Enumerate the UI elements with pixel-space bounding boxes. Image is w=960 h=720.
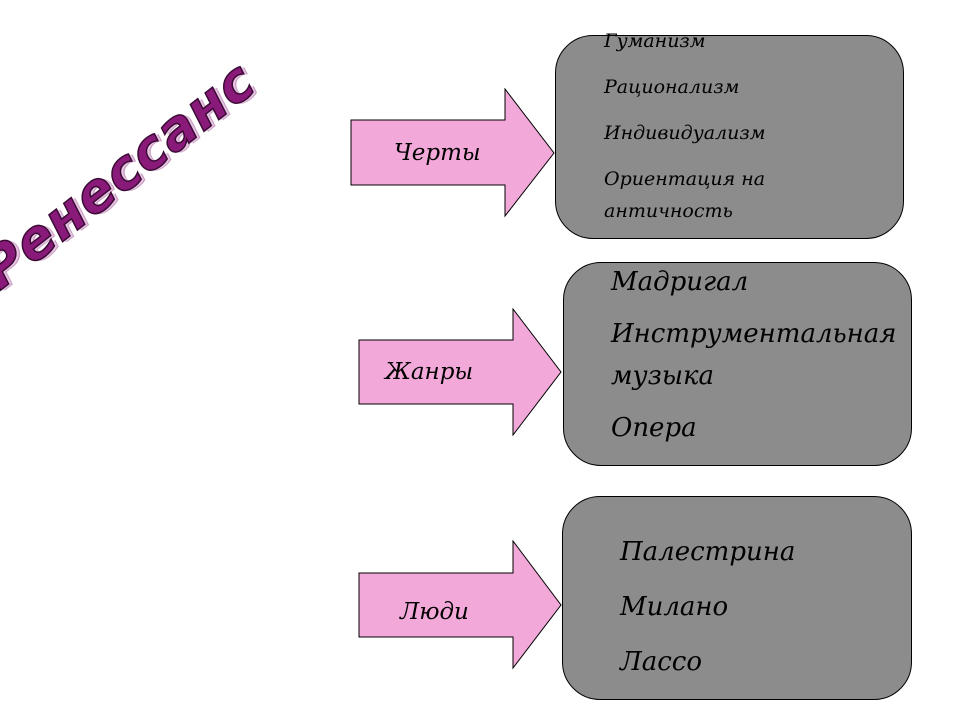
trait-item: Гуманизм: [604, 30, 706, 52]
arrow-shape: [358, 540, 562, 670]
arrow-label-genres: Жанры: [385, 359, 474, 385]
genre-item: Мадригал: [611, 267, 749, 297]
box-genres: Мадригал Инструментальная музыка Опера: [563, 262, 912, 466]
arrow-people: Люди: [358, 540, 563, 670]
person-item: Палестрина: [620, 537, 796, 567]
person-item: Милано: [620, 592, 729, 622]
trait-item: Ориентация на: [604, 168, 766, 190]
box-people: Палестрина Милано Лассо: [562, 496, 912, 700]
box-traits: Гуманизм Рационализм Индивидуализм Ориен…: [555, 30, 904, 239]
trait-item: Рационализм: [604, 76, 740, 98]
genre-item: Инструментальная: [611, 319, 897, 349]
genre-item: Опера: [611, 413, 697, 443]
arrow-label-traits: Черты: [394, 140, 481, 166]
trait-item: Индивидуализм: [604, 122, 766, 144]
person-item: Лассо: [620, 647, 702, 677]
arrow-shape: [358, 308, 562, 436]
arrow-label-people: Люди: [400, 599, 469, 625]
arrow-traits: Черты: [350, 88, 556, 218]
genre-item: музыка: [611, 361, 715, 391]
arrow-genres: Жанры: [358, 308, 563, 436]
arrow-shape: [350, 88, 555, 218]
title-renaissance: Ренессанс: [0, 48, 268, 302]
trait-item: античность: [604, 200, 733, 222]
